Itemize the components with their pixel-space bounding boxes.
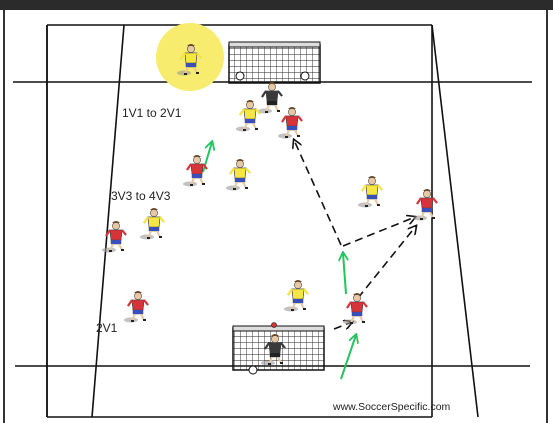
player-red: [413, 188, 438, 221]
top-goal: [228, 41, 321, 84]
top-bar-fill: [0, 0, 553, 10]
drill-label-3v3-to-4v3: 3V3 to 4V3: [111, 189, 171, 203]
player-red: [343, 292, 368, 325]
pass-arrow: [357, 226, 416, 299]
left-channel-line: [91, 24, 125, 418]
right-channel-line: [431, 24, 479, 418]
soccer-ball-icon: [248, 365, 258, 375]
run-arrow: [340, 335, 356, 380]
player-yellow: [177, 43, 202, 76]
player-red: [183, 154, 208, 187]
goalkeeper-top: [258, 81, 283, 114]
player-yellow: [226, 158, 251, 191]
player-yellow: [140, 207, 165, 240]
players: [102, 43, 438, 366]
player-red: [124, 290, 149, 323]
player-yellow: [236, 99, 261, 132]
run-arrow: [202, 142, 212, 173]
drill-label-2v1: 2V1: [96, 321, 118, 335]
goalkeeper-bottom: [261, 333, 286, 366]
player-yellow: [358, 175, 383, 208]
pass-arrow: [294, 140, 342, 246]
watermark: www.SoccerSpecific.com: [333, 401, 451, 413]
player-red: [102, 220, 127, 253]
player-red: [278, 106, 303, 139]
diagram-frame: [3, 10, 548, 423]
drill-label-1v1-to-2v1: 1V1 to 2V1: [122, 106, 182, 120]
run-arrow: [343, 253, 346, 295]
player-yellow: [284, 279, 309, 312]
soccer-ball-icon: [235, 71, 245, 81]
soccer-ball-icon: [300, 71, 310, 81]
